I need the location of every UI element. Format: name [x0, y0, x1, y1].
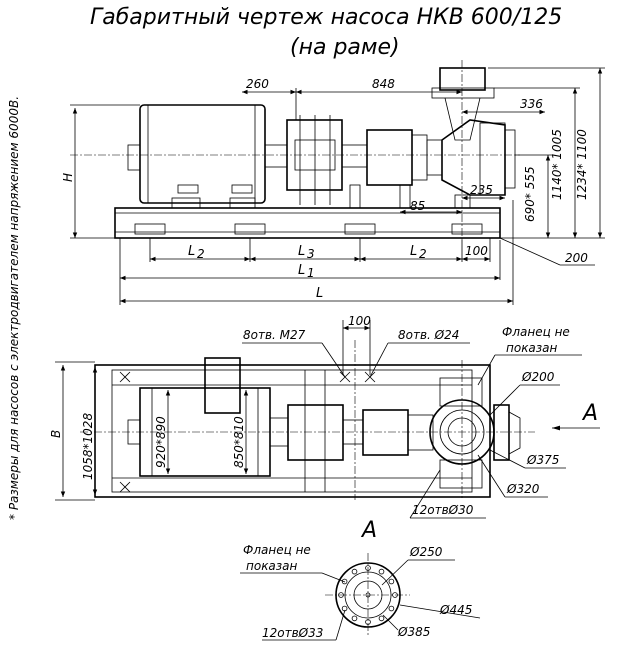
dim-B: B [49, 430, 63, 438]
plan-view: 100 8отв. M27 8отв. Ø24 Фланец не показа… [49, 314, 600, 519]
drawing-subtitle: (на раме) [290, 35, 400, 60]
dim-235: 235 [470, 183, 493, 197]
dim-1058: 1058*1028 [81, 413, 95, 480]
dim-L3-sub: 3 [307, 247, 315, 261]
dim-260: 260 [246, 77, 269, 91]
dia-375-callout: Ø375 [526, 453, 559, 467]
dim-L2-right: L [410, 244, 417, 259]
dim-L3: L [298, 244, 305, 259]
view-a-label: A [360, 518, 377, 543]
holes-m27-callout: 8отв. M27 [243, 328, 306, 342]
dim-200: 200 [565, 251, 588, 265]
dia-250-callout: Ø250 [409, 545, 443, 559]
dim-1234: 1234* 1100 [575, 129, 589, 200]
holes-24-callout: 8отв. Ø24 [398, 328, 459, 342]
plan-flange-note-line1: Фланец не [502, 325, 570, 339]
dia-445-callout: Ø445 [439, 603, 472, 617]
dim-L: L [316, 286, 323, 301]
dim-920: 920*890 [154, 416, 168, 468]
dim-85: 85 [410, 199, 425, 213]
dim-1140: 1140* 1005 [550, 129, 564, 200]
dim-336: 336 [520, 97, 543, 111]
dim-L2-left-sub: 2 [197, 247, 205, 261]
dim-848: 848 [372, 77, 395, 91]
dia-200-callout: Ø200 [521, 370, 555, 384]
dim-L1: L [298, 263, 305, 278]
dim-690: 690* 555 [523, 166, 537, 222]
dim-850: 850*810 [232, 416, 246, 468]
dim-L1-sub: 1 [307, 266, 315, 280]
dim-100: 100 [465, 244, 488, 258]
holes-30-callout: 12отвØ30 [412, 503, 474, 517]
view-arrow-label: A [581, 401, 598, 426]
dim-L2-left: L [188, 244, 195, 259]
dia-385-callout: Ø385 [397, 625, 430, 639]
drawing-title: Габаритный чертеж насоса НКВ 600/125 [90, 5, 562, 30]
plan-flange-note-line2: показан [506, 341, 558, 355]
holes-33-callout: 12отвØ33 [262, 626, 323, 640]
dim-H: H [61, 173, 75, 182]
side-note: * Размеры для насосов с электродвигателе… [7, 96, 21, 520]
view-a-flange-note-line1: Фланец не [243, 543, 311, 557]
plan-dim-100: 100 [348, 314, 371, 328]
view-a-flange-note-line2: показан [246, 559, 298, 573]
dia-320-callout: Ø320 [506, 482, 540, 496]
elevation-view: 260 848 336 1234* 1100 1140* 1005 690* 5… [61, 60, 605, 305]
dim-L2-right-sub: 2 [419, 247, 427, 261]
view-a-flange: A Фланец не показан Ø250 Ø445 [240, 518, 481, 641]
